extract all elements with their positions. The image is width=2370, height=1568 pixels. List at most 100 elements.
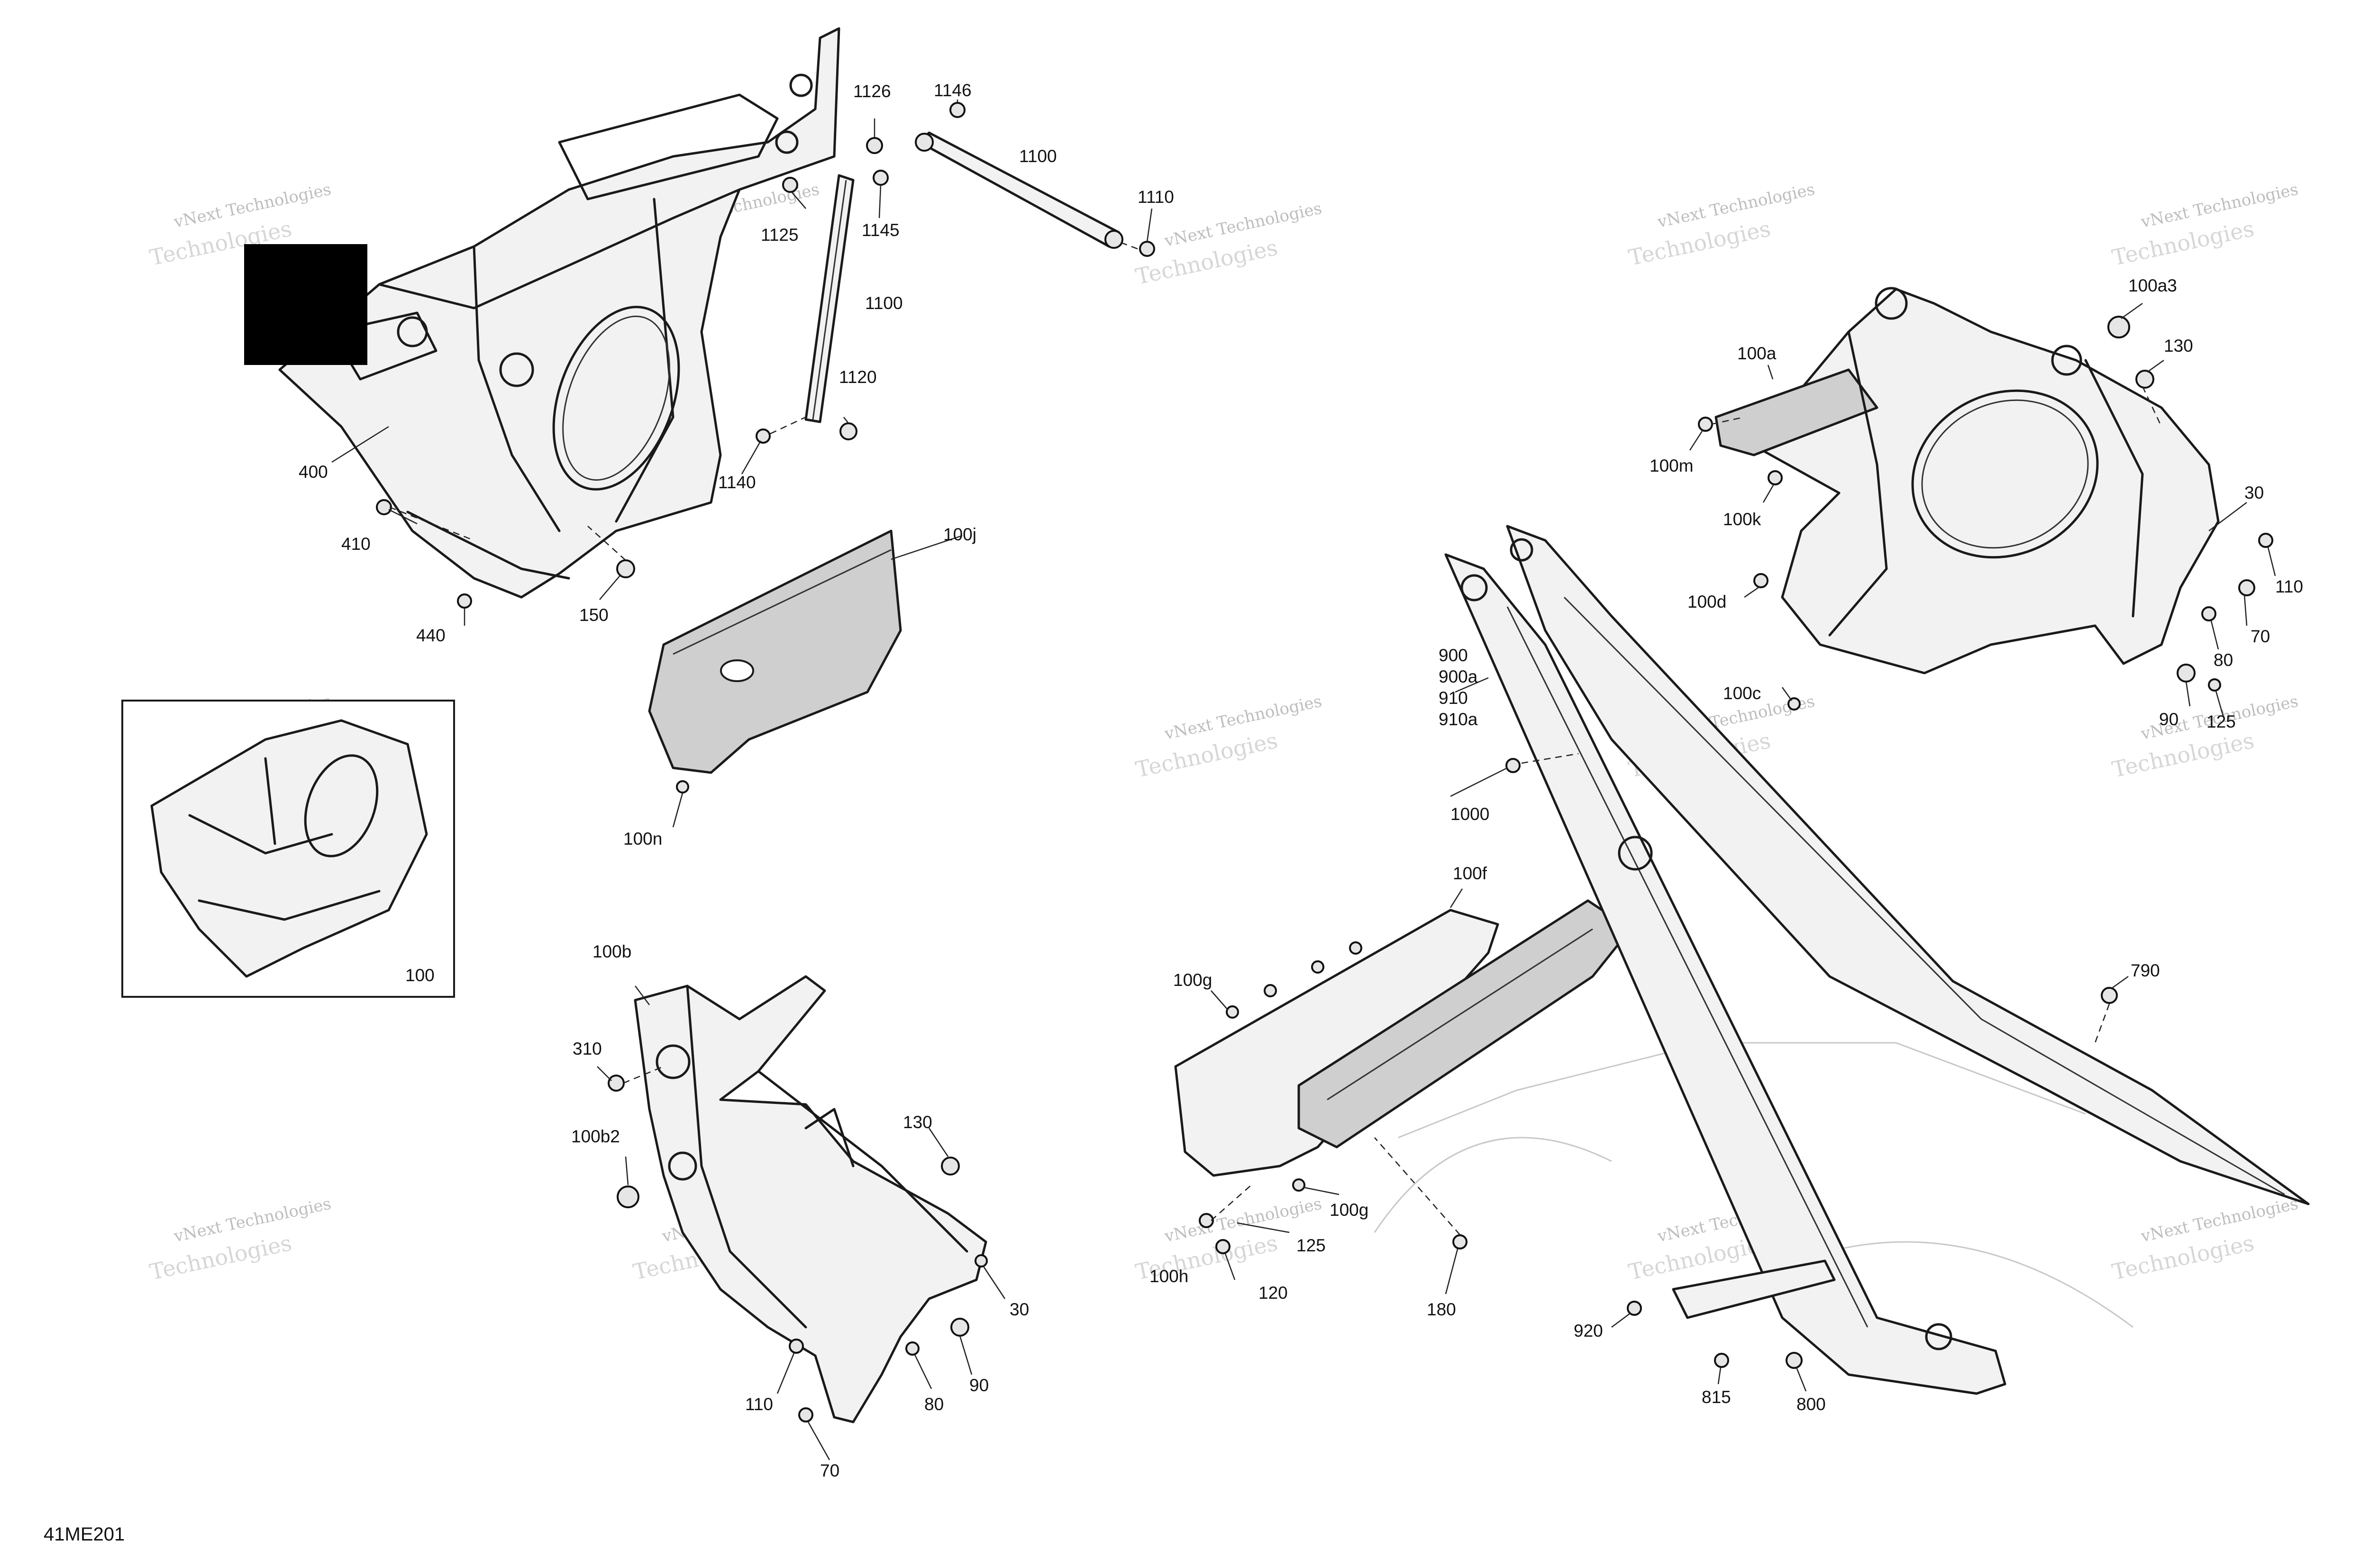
- inset-chassis: [150, 719, 428, 978]
- inset-opening: [304, 754, 379, 857]
- rod-end: [915, 133, 934, 152]
- nut-icon: [1627, 1301, 1642, 1316]
- rail-pivot: [1460, 574, 1488, 602]
- mount-boss: [775, 130, 799, 154]
- callout-400: 400: [299, 462, 328, 482]
- bolt-icon: [949, 102, 966, 118]
- callout-100a: 100a: [1737, 344, 1777, 363]
- callout-100b: 100b: [592, 942, 631, 961]
- callout-100j: 100j: [943, 525, 976, 544]
- callout-440: 440: [416, 626, 446, 645]
- watermark-text: Technologies: [2110, 216, 2256, 271]
- skid-plate-rail: [1297, 899, 1632, 1149]
- mount-boss: [1875, 287, 1908, 320]
- callout-80-mid: 80: [924, 1395, 944, 1414]
- bolt-icon: [798, 1407, 813, 1422]
- mount-boss: [789, 73, 813, 97]
- bolt-icon: [1139, 241, 1155, 257]
- side-rails-900-910: [1444, 525, 2310, 1395]
- callout-1145: 1145: [862, 220, 900, 240]
- callout-180: 180: [1427, 1300, 1456, 1319]
- callout-100m: 100m: [1650, 456, 1694, 475]
- bolt-icon: [1452, 1234, 1468, 1249]
- callout-100a3: 100a3: [2128, 276, 2177, 295]
- watermark-text: Technologies: [147, 1230, 294, 1285]
- rod-1100: [915, 131, 1123, 249]
- front-frame-100a: [1689, 287, 2276, 716]
- nut-icon: [2135, 370, 2154, 389]
- skid-plate-100f: [1174, 888, 1632, 1295]
- bolt-icon: [756, 428, 771, 444]
- screw-icon: [1311, 960, 1324, 974]
- callout-900a: 900a: [1439, 667, 1478, 686]
- callout-130-mid: 130: [903, 1112, 932, 1132]
- nut-icon: [941, 1157, 960, 1176]
- callout-1110: 1110: [1138, 187, 1174, 207]
- nut-icon: [1714, 1353, 1729, 1368]
- front-frame-crossbar: [378, 188, 741, 310]
- callout-100c: 100c: [1723, 684, 1761, 703]
- bolt-icon: [2258, 533, 2273, 548]
- drawing-id: 41ME201: [44, 1524, 125, 1545]
- callout-100n: 100n: [623, 829, 662, 848]
- callout-100h: 100h: [1149, 1267, 1188, 1286]
- screw-icon: [676, 780, 689, 793]
- shield-hole: [720, 659, 754, 682]
- callout-790: 790: [2131, 961, 2160, 980]
- bolt-icon: [789, 1339, 804, 1354]
- callout-labels: 1126 1146 1100 1125 1145 1110 1100 1120 …: [299, 81, 2303, 1480]
- bushing-icon: [2107, 316, 2130, 338]
- callout-900: 900: [1439, 646, 1468, 665]
- callout-80-right: 80: [2214, 650, 2233, 670]
- mount-boss: [656, 1044, 691, 1079]
- skid-plate-body: [1174, 909, 1499, 1177]
- front-frame-opening-lip: [1921, 399, 2089, 549]
- nut-icon: [2101, 987, 2118, 1004]
- side-frame-100b: [597, 975, 1006, 1460]
- washer-icon: [866, 137, 883, 154]
- washer-icon: [2201, 606, 2216, 621]
- inset-assembly-100: [121, 700, 455, 998]
- screw-icon: [1787, 697, 1801, 711]
- nut-icon: [782, 177, 798, 193]
- nut-icon: [1698, 417, 1713, 432]
- callout-800: 800: [1796, 1395, 1826, 1414]
- callout-100d: 100d: [1687, 592, 1726, 611]
- callout-30-mid: 30: [1010, 1300, 1029, 1319]
- callout-90-mid: 90: [969, 1376, 989, 1395]
- upper-crossmember: [558, 93, 779, 201]
- callout-30-right: 30: [2244, 483, 2264, 502]
- callout-70-right: 70: [2251, 627, 2270, 646]
- callout-1146: 1146: [934, 81, 972, 100]
- mount-boss: [499, 352, 534, 387]
- callout-920: 920: [1574, 1321, 1603, 1340]
- callout-120: 120: [1258, 1283, 1288, 1303]
- callout-100g-bottom: 100g: [1330, 1200, 1368, 1220]
- bolt-icon: [376, 499, 392, 515]
- front-frame-arm: [1714, 368, 1878, 456]
- callout-310: 310: [573, 1039, 602, 1058]
- nut-icon: [950, 1318, 969, 1337]
- nut-icon: [839, 422, 857, 440]
- front-frame-opening: [552, 306, 680, 491]
- callout-1140: 1140: [718, 473, 756, 492]
- bolt-icon: [608, 1075, 625, 1092]
- strut-1100: [804, 174, 855, 423]
- callout-1000: 1000: [1450, 804, 1489, 824]
- callout-110-mid: 110: [745, 1395, 773, 1414]
- bolt-icon: [2238, 579, 2255, 596]
- mount-boss: [668, 1151, 697, 1181]
- front-frame-rib: [473, 245, 561, 532]
- rail-910: [1506, 525, 2310, 1205]
- callout-100f: 100f: [1453, 864, 1487, 883]
- callout-1100-strut: 1100: [865, 293, 903, 313]
- watermark-text: Technologies: [2110, 1230, 2256, 1285]
- callout-110-right: 110: [2275, 577, 2303, 596]
- bolt-icon: [873, 170, 889, 186]
- side-frame-body: [634, 975, 987, 1423]
- plate-800: [1672, 1259, 1836, 1319]
- callout-130-right: 130: [2164, 336, 2193, 356]
- top-left-leaders: [331, 100, 1153, 626]
- callout-150: 150: [579, 605, 609, 625]
